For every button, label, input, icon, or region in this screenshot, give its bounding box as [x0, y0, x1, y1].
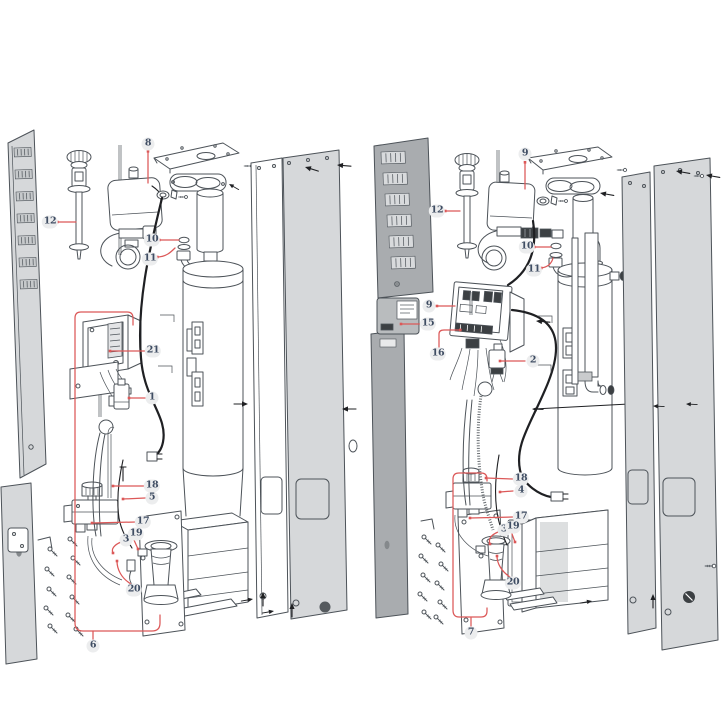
left-grommet — [156, 189, 189, 203]
left-flue-pipe — [196, 188, 224, 262]
right-burner — [475, 535, 512, 600]
right-group-bracket — [452, 472, 488, 618]
left-dip-tube — [66, 150, 92, 260]
left-control-box — [69, 314, 142, 404]
right-gasket — [545, 177, 601, 195]
right-solenoid — [488, 343, 506, 383]
left-group-bracket — [74, 311, 161, 632]
right-junction-box — [376, 297, 420, 335]
left-assembly — [0, 129, 357, 665]
right-control-box — [449, 281, 525, 397]
right-corner-mark-1 — [538, 315, 553, 323]
right-side-pipes — [531, 232, 649, 413]
right-corner-mark-2 — [537, 364, 552, 372]
right-combustion-box — [507, 509, 609, 613]
left-tank — [182, 260, 244, 517]
left-lower-panel — [0, 482, 38, 665]
right-thermocouple — [454, 292, 493, 557]
floating-grommet — [348, 439, 358, 453]
left-back-frame-panel — [250, 157, 289, 619]
left-pilot-tube — [107, 426, 133, 549]
left-valve-assembly — [100, 166, 163, 270]
left-thermocouple — [87, 385, 123, 586]
right-vent-panel-lower — [370, 329, 409, 619]
right-base-rails — [502, 587, 558, 611]
left-corner-mark-2 — [158, 365, 173, 373]
right-flex-hose — [476, 395, 508, 546]
right-hardware-screws — [417, 518, 449, 625]
left-burner — [126, 540, 179, 605]
left-back-panel — [282, 149, 348, 620]
right-grommet — [536, 195, 569, 207]
left-top-plate — [153, 142, 255, 174]
left-gas-valve — [63, 481, 119, 533]
left-igniter — [108, 378, 130, 482]
left-vent-panel — [7, 129, 47, 479]
left-hardware-screws — [7, 527, 84, 637]
left-gasket — [169, 173, 227, 192]
right-top-plate — [527, 146, 628, 176]
right-dip-tube — [454, 153, 480, 259]
right-assembly — [348, 137, 721, 651]
right-valve-assembly — [477, 170, 564, 271]
callout-leaders — [56, 150, 554, 641]
left-corner-mark-1 — [160, 314, 175, 322]
right-back-panel-1 — [621, 169, 669, 635]
right-vent-panel-upper — [373, 137, 434, 299]
right-inlet-fittings — [548, 242, 576, 278]
